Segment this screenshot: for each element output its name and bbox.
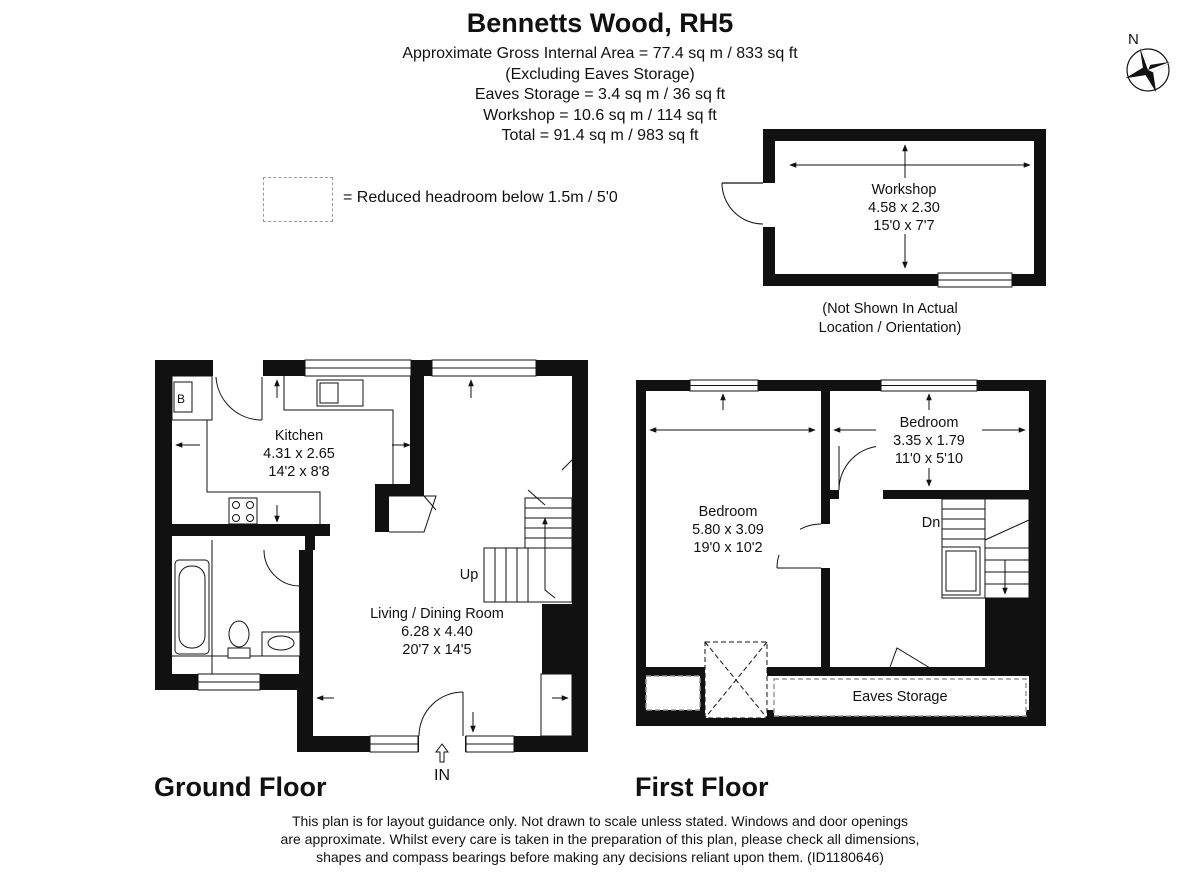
area-summary-line-5: Total = 91.4 sq m / 983 sq ft [501,127,699,144]
living-room-name: Living / Dining Room [370,606,504,622]
kitchen-metric: 4.31 x 2.65 [263,446,335,462]
reduced-headroom-legend-text: = Reduced headroom below 1.5m / 5'0 [343,189,618,206]
disclaimer-line-1: This plan is for layout guidance only. N… [291,813,909,829]
ground-floor-label: Ground Floor [154,772,327,802]
bedroom-2-name: Bedroom [900,415,959,431]
area-summary-line-2: (Excluding Eaves Storage) [505,65,695,83]
workshop-imperial: 15'0 x 7'7 [873,218,934,234]
workshop-note-line-1: (Not Shown In Actual [822,301,958,317]
workshop-note-line-2: Location / Orientation) [818,320,962,336]
kitchen-imperial: 14'2 x 8'8 [268,464,329,480]
compass-rose-icon [1125,47,1171,93]
reduced-headroom-legend-swatch [263,177,333,222]
disclaimer-line-3: shapes and compass bearings before makin… [316,849,884,865]
first-floor-plan [636,379,1046,726]
bedroom-1-metric: 5.80 x 3.09 [692,522,764,538]
stairs-up-label: Up [460,567,479,583]
bedroom-2-imperial: 11'0 x 5'10 [895,451,963,467]
first-floor-label: First Floor [635,772,769,802]
entrance-label: IN [434,767,450,784]
living-room-metric: 6.28 x 4.40 [401,624,473,640]
area-summary-line-3: Eaves Storage = 3.4 sq m / 36 sq ft [474,86,726,103]
ground-floor-plan [155,359,588,763]
workshop-name: Workshop [871,182,936,198]
bedroom-2-metric: 3.35 x 1.79 [893,433,965,449]
bedroom-1-imperial: 19'0 x 10'2 [693,540,762,556]
living-room-imperial: 20'7 x 14'5 [402,642,471,658]
stairs-down-label: Dn [922,515,941,531]
workshop-location-note: (Not Shown In Actual Location / Orientat… [780,300,1000,338]
disclaimer: This plan is for layout guidance only. N… [0,812,1200,866]
kitchen-name: Kitchen [275,428,323,444]
eaves-storage-label: Eaves Storage [852,689,947,705]
workshop-plan [721,129,1046,288]
plan-title: Bennetts Wood, RH5 [466,8,734,38]
disclaimer-line-2: are approximate. Whilst every care is ta… [280,831,920,847]
area-summary-line-1: Approximate Gross Internal Area = 77.4 s… [402,45,798,62]
compass-north-label: N [1128,31,1139,48]
boiler-label: B [177,392,185,406]
bedroom-1-name: Bedroom [699,504,758,520]
workshop-metric: 4.58 x 2.30 [868,200,940,216]
area-summary-line-4: Workshop = 10.6 sq m / 114 sq ft [483,106,717,124]
